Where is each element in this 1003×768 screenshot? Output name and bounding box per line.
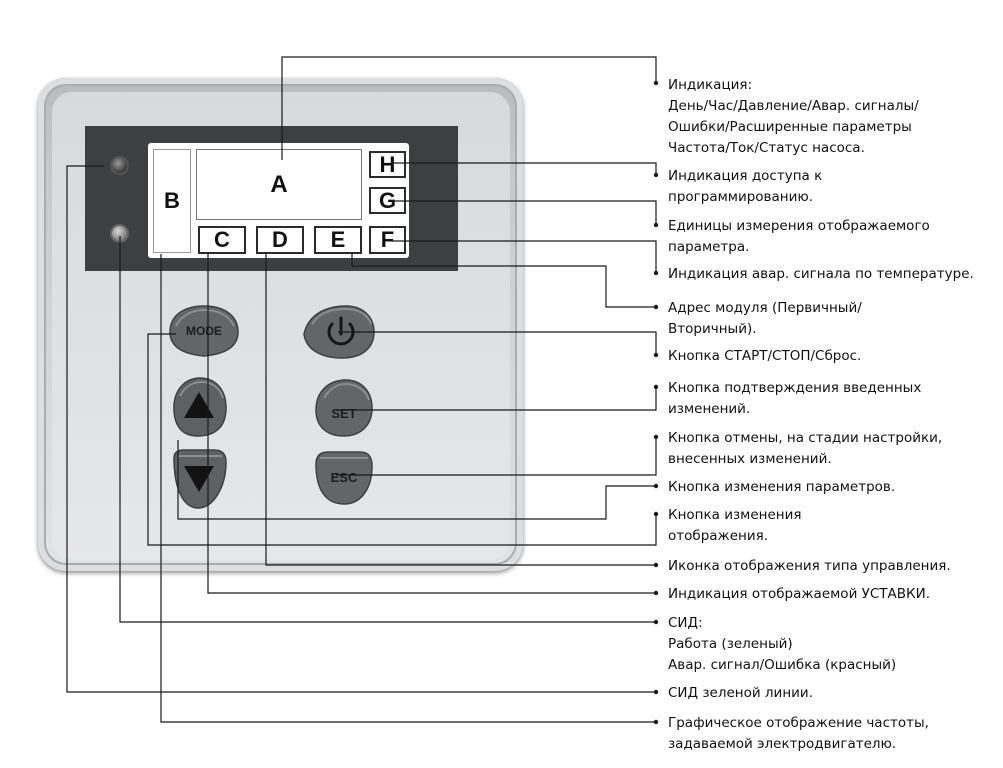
leader-line-d [265, 253, 656, 566]
callout-esc: Кнопка отмены, на стадии настройки, внес… [668, 430, 943, 467]
callout-b: Графическое отображение частоты, задавае… [668, 715, 929, 752]
callout-a: Индикация: День/Час/Давление/Авар. сигна… [668, 77, 919, 156]
leader-line-mode [147, 333, 657, 546]
callout-h: Индикация доступа к программированию. [668, 168, 823, 205]
leader-line-h [392, 162, 657, 175]
leader-line-b [160, 254, 656, 723]
callout-f: Индикация авар. сигнала по температуре. [668, 266, 974, 282]
leader-line-c [207, 253, 656, 594]
segment-c: C [198, 226, 246, 254]
green-line-led [112, 226, 127, 241]
set-button-label: SET [331, 405, 357, 421]
callout-d: Иконка отображения типа управления. [668, 558, 951, 574]
leader-line-f [392, 240, 657, 273]
callout-e: Адрес модуля (Первичный/ Вторичный). [668, 300, 862, 337]
callout-c: Индикация отображаемой УСТАВКИ. [668, 586, 931, 602]
callout-set: Кнопка подтверждения введенных изменений… [668, 380, 922, 417]
leader-line-set [336, 387, 657, 411]
segment-d: D [256, 226, 304, 254]
callout-mode: Кнопка изменения отображения. [668, 507, 802, 544]
segment-b: B [153, 149, 191, 253]
leader-line-status-led [119, 236, 656, 623]
leader-line-e [351, 253, 656, 308]
segment-a: A [196, 149, 362, 220]
set-button[interactable] [310, 376, 378, 440]
up-button[interactable] [168, 374, 230, 440]
leader-line-g [392, 200, 657, 225]
down-button[interactable] [168, 446, 230, 512]
status-led [112, 158, 127, 173]
callout-green-led: СИД зеленой линии. [668, 685, 813, 701]
leader-line-green-led [66, 165, 656, 693]
mode-button[interactable] [164, 302, 244, 360]
segment-e: E [314, 226, 362, 254]
arrow-down-icon [184, 466, 214, 492]
leader-line-esc [336, 437, 657, 476]
esc-button[interactable] [310, 448, 378, 508]
power-icon [327, 316, 355, 346]
mode-button-label: MODE [186, 324, 222, 338]
arrow-up-icon [184, 392, 214, 418]
esc-button-label: ESC [330, 469, 358, 485]
callout-status-led: СИД: Работа (зеленый) Авар. сигнал/Ошибк… [668, 615, 897, 673]
callout-power: Кнопка СТАРТ/СТОП/Сброс. [668, 348, 862, 364]
leader-line-a [281, 56, 657, 160]
leader-line-arrows [177, 440, 656, 520]
leader-line-power [338, 331, 657, 355]
callout-arrows: Кнопка изменения параметров. [668, 479, 896, 495]
segment-h: H [369, 151, 406, 178]
segment-g: G [369, 187, 406, 214]
segment-f: F [369, 226, 406, 254]
callout-g: Единицы измерения отображаемого параметр… [668, 218, 930, 255]
